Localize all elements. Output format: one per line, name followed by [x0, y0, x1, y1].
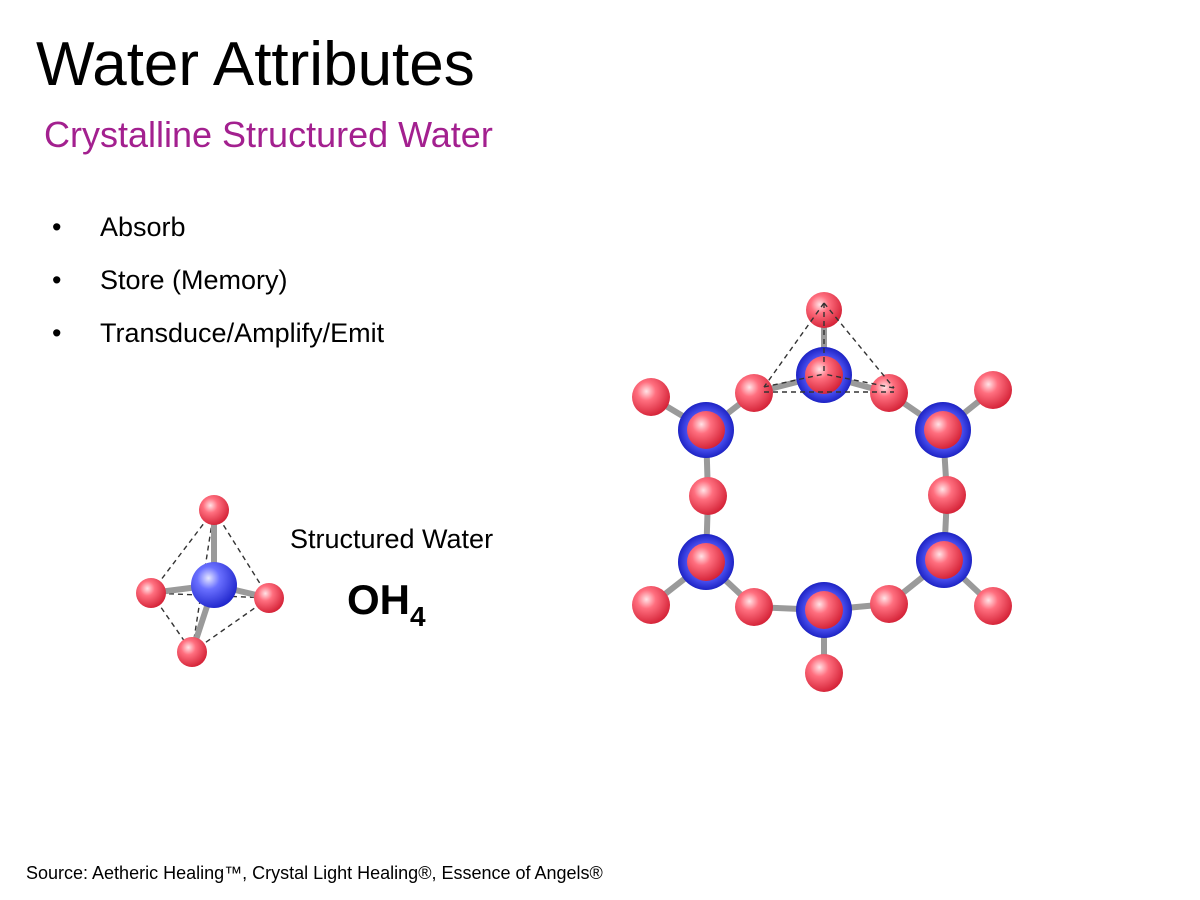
hydrogen-atom — [806, 292, 842, 328]
source-citation: Source: Aetheric Healing™, Crystal Light… — [26, 863, 603, 883]
formula-subscript: 4 — [410, 601, 426, 632]
hydrogen-atom — [687, 543, 725, 581]
bullet-item: • Transduce/Amplify/Emit — [52, 312, 384, 365]
hydrogen-atom — [805, 654, 843, 692]
oxygen-atom — [191, 562, 237, 608]
hydrogen-atom — [632, 586, 670, 624]
tetrahedral-molecule — [136, 495, 284, 667]
bullet-text: Store (Memory) — [100, 265, 288, 295]
bullet-marker: • — [52, 265, 62, 295]
hydrogen-atom — [805, 356, 843, 394]
bullet-marker: • — [52, 318, 62, 348]
hydrogen-atom — [687, 411, 725, 449]
formula-base: OH — [347, 576, 410, 623]
bullet-text: Absorb — [100, 212, 186, 242]
hydrogen-atom — [177, 637, 207, 667]
hydrogen-atom — [632, 378, 670, 416]
bullet-marker: • — [52, 212, 62, 242]
slide-title: Water Attributes — [36, 30, 475, 99]
ring-hydrogens — [632, 292, 1012, 692]
hydrogen-atom — [924, 411, 962, 449]
hydrogen-atom — [870, 585, 908, 623]
hydrogen-atom — [689, 477, 727, 515]
hydrogen-atom — [254, 583, 284, 613]
hydrogen-atom — [136, 578, 166, 608]
bullet-item: • Absorb — [52, 206, 384, 259]
ring-tetrahedron-dashed-edges — [763, 302, 895, 393]
hydrogen-atom — [735, 588, 773, 626]
hydrogen-atom — [974, 371, 1012, 409]
bullet-text: Transduce/Amplify/Emit — [100, 318, 385, 348]
hexagonal-ring-structure — [632, 292, 1012, 692]
hydrogen-atom — [925, 541, 963, 579]
hydrogen-atom — [199, 495, 229, 525]
hydrogen-atom — [805, 591, 843, 629]
hydrogen-atom — [928, 476, 966, 514]
bullet-item: • Store (Memory) — [52, 259, 384, 312]
chemical-formula: OH4 — [347, 574, 426, 631]
hydrogen-atom — [974, 587, 1012, 625]
structured-water-label: Structured Water — [290, 524, 494, 554]
hydrogen-atom — [735, 374, 773, 412]
slide-subtitle: Crystalline Structured Water — [44, 114, 493, 155]
hydrogen-atom — [870, 374, 908, 412]
bullet-list: • Absorb • Store (Memory) • Transduce/Am… — [52, 206, 384, 365]
